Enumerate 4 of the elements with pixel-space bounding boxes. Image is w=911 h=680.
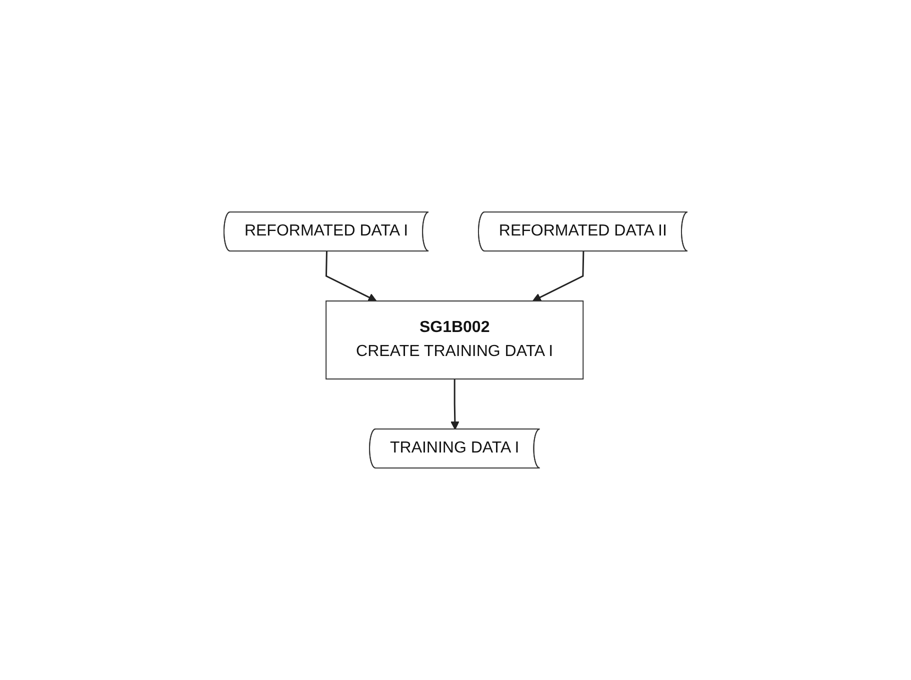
- node-box: SG1B002 CREATE TRAINING DATA I: [325, 300, 584, 380]
- arrow: [532, 251, 584, 302]
- arrow: [450, 379, 460, 430]
- arrow: [325, 251, 377, 302]
